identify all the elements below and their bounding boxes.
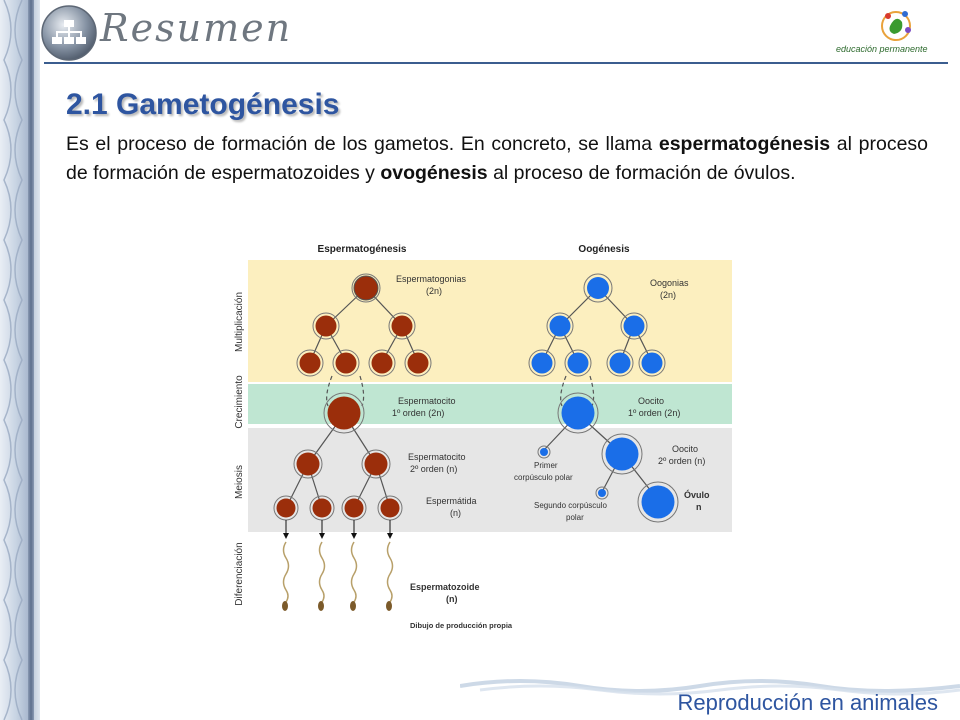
phase-diferenciacion: Diferenciación <box>234 542 245 605</box>
espermatozoides <box>282 541 394 603</box>
phase-multiplicacion: Multiplicación <box>234 292 245 352</box>
body-paragraph: Es el proceso de formación de los gameto… <box>66 130 928 188</box>
term-espermatogenesis: espermatogénesis <box>658 133 831 155</box>
label-segundo-cp-2: polar <box>566 513 584 522</box>
header-rule <box>44 62 948 64</box>
term-ovogenesis: ovogénesis <box>380 162 488 184</box>
border-line <box>28 0 34 720</box>
sitemap-logo-icon <box>41 5 97 61</box>
brand-text: educación permanente <box>836 44 928 54</box>
border-pattern <box>3 0 23 720</box>
body-text-1: Es el proceso de formación de los gameto… <box>66 133 653 155</box>
label-espermatocito1-n: 1º orden (2n) <box>392 408 444 418</box>
label-espermatocito1: Espermatocito <box>398 396 456 406</box>
gametogenesis-diagram: Espermatogénesis Oogénesis Multiplicació… <box>234 244 732 630</box>
educacion-permanente-logo-icon <box>881 11 911 41</box>
label-espermatozoide: Espermatozoide <box>410 582 480 592</box>
label-oocito1-n: 1º orden (2n) <box>628 408 680 418</box>
oo-cells <box>528 273 679 523</box>
body-text-3: al proceso de formación de óvulos. <box>493 162 796 184</box>
header-title: Resumen <box>100 6 293 50</box>
label-oocito1: Oocito <box>638 396 664 406</box>
label-espermatida-n: (n) <box>450 508 461 518</box>
label-primer-cp-2: corpúsculo polar <box>514 473 573 482</box>
label-espermatida: Espermátida <box>426 496 477 506</box>
section-title: 2.1 Gametogénesis <box>66 88 340 121</box>
label-primer-cp: Primer <box>534 461 558 470</box>
label-oogonias: Oogonias <box>650 278 689 288</box>
col-title-espermatogenesis: Espermatogénesis <box>318 244 407 255</box>
phase-meiosis: Meiosis <box>234 465 245 499</box>
diagram-credit: Dibujo de producción propia <box>410 621 513 630</box>
label-oocito2-n: 2º orden (n) <box>658 456 705 466</box>
phase-crecimiento: Crecimiento <box>234 375 245 429</box>
body-text-2: al proceso de formación de espermatozoid… <box>66 133 929 184</box>
label-espermatocito2-n: 2º orden (n) <box>410 464 457 474</box>
label-espermatogonias: Espermatogonias <box>396 274 467 284</box>
label-oogonias-n: (2n) <box>660 290 676 300</box>
sperm-cells <box>273 273 432 521</box>
col-title-oogenesis: Oogénesis <box>578 244 630 255</box>
left-decorative-border <box>0 0 40 720</box>
label-espermatocito2: Espermatocito <box>408 452 466 462</box>
footer-title: Reproducción en animales <box>677 690 939 715</box>
label-oocito2: Oocito <box>672 444 698 454</box>
label-ovulo: Óvulo <box>684 489 710 500</box>
label-espermatogonias-n: (2n) <box>426 286 442 296</box>
label-ovulo-n: n <box>696 502 702 512</box>
footer-swirl-decoration <box>460 679 960 696</box>
label-segundo-cp: Segundo corpúsculo <box>534 501 607 510</box>
label-espermatozoide-n: (n) <box>446 594 458 604</box>
